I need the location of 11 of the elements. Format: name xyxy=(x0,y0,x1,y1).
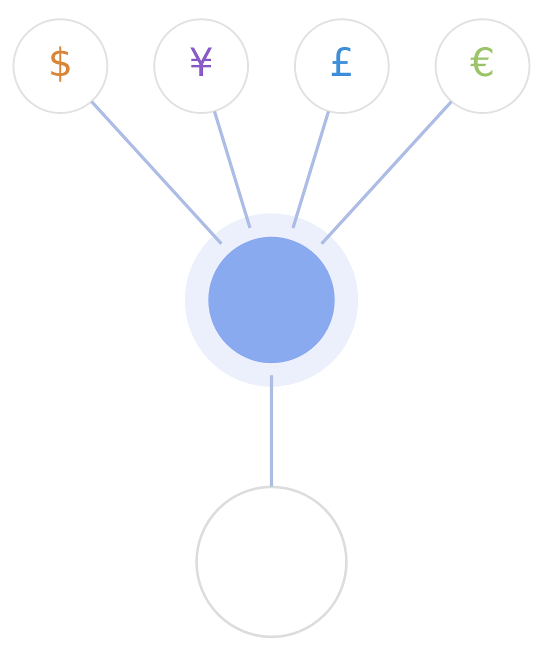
node-circle: £ xyxy=(294,18,390,114)
connector xyxy=(291,110,330,228)
node-circle: ¥ xyxy=(153,18,250,114)
node-circle: $ xyxy=(12,18,108,114)
connector xyxy=(320,100,453,244)
connector xyxy=(270,374,274,486)
connector xyxy=(212,110,252,228)
connector xyxy=(90,100,223,244)
node-circle: € xyxy=(434,18,530,114)
node-person xyxy=(195,485,348,638)
node-circle xyxy=(184,212,358,386)
